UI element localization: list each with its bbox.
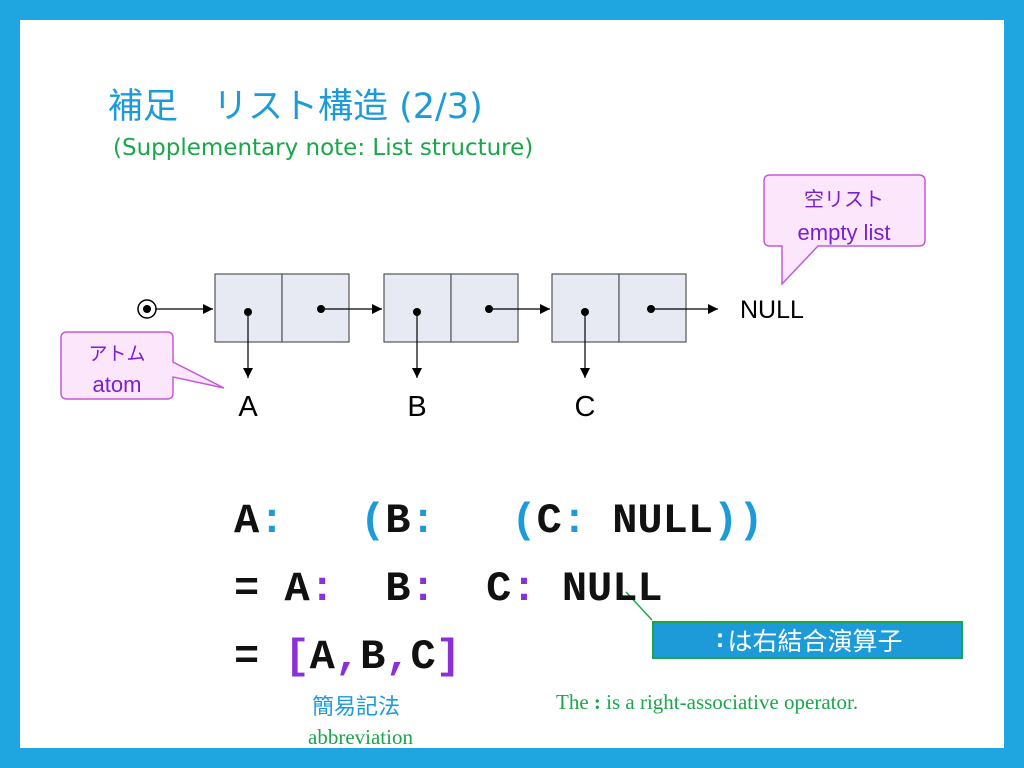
- atom-label-b: B: [407, 391, 426, 423]
- callout-empty-ja: 空リスト: [804, 188, 884, 211]
- callout-atom: アトム atom: [60, 331, 225, 400]
- callout-atom-en: atom: [93, 372, 142, 397]
- list-node-1: [214, 273, 382, 378]
- callout-empty-list: 空リスト empty list: [763, 174, 926, 286]
- operator-note-ja: は右結合演算子: [727, 627, 903, 656]
- callout-empty-en: empty list: [798, 220, 891, 245]
- operator-note-en: The : is a right-associative operator.: [556, 690, 859, 714]
- page-title: 補足 リスト構造 (2/3): [108, 87, 483, 127]
- list-node-3: [551, 273, 718, 378]
- operator-symbol: :: [712, 625, 728, 655]
- list-node-2: [383, 273, 550, 378]
- linked-list-diagram: A B C NULL 空リスト empty list アトム atom: [60, 174, 926, 621]
- atom-label-c: C: [575, 391, 596, 423]
- code-line-2: = A: B: C: NULL: [234, 565, 663, 613]
- abbreviation-en: abbreviation: [308, 725, 413, 749]
- callout-atom-ja: アトム: [88, 344, 145, 365]
- page-subtitle: (Supplementary note: List structure): [113, 135, 534, 161]
- abbreviation-ja: 簡易記法: [312, 695, 401, 720]
- head-pointer: [137, 299, 213, 319]
- code-line-1: A: (B: (C: NULL)): [234, 497, 764, 545]
- null-label: NULL: [740, 296, 804, 324]
- code-line-3: = [A,B,C]: [234, 633, 461, 681]
- operator-connector: [625, 591, 653, 621]
- atom-label-a: A: [238, 391, 258, 423]
- operator-note-box: :は右結合演算子: [652, 621, 963, 659]
